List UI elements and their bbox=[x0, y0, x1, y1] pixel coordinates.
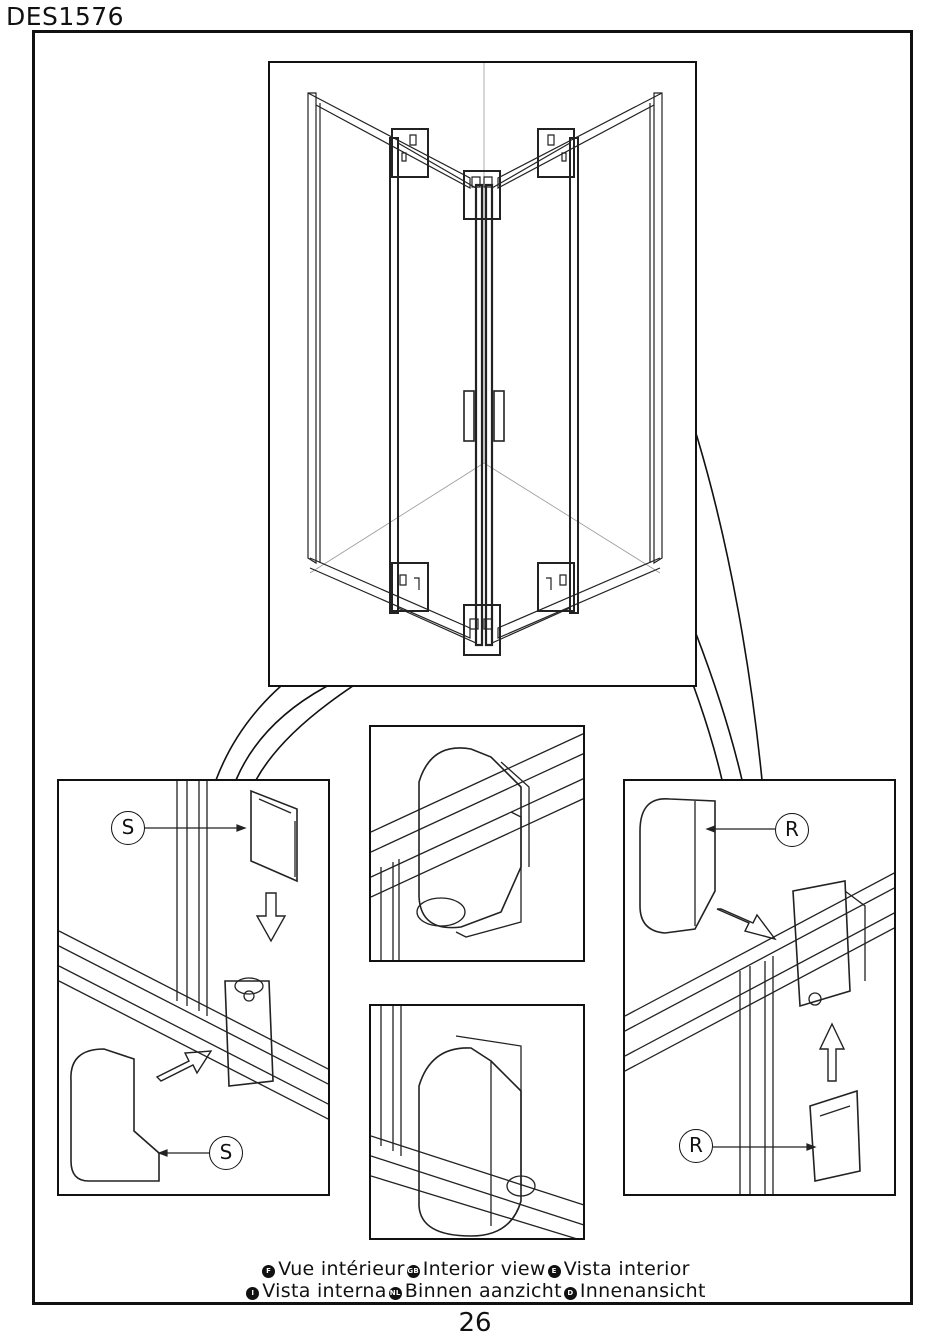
flag-badge-icon: I bbox=[246, 1287, 260, 1300]
detail-panel-middle-top bbox=[369, 725, 585, 962]
detail-panel-right: R R bbox=[623, 779, 896, 1196]
detail-panel-left: S S bbox=[57, 779, 330, 1196]
callout-s-bottom: S bbox=[209, 1136, 243, 1170]
flag-badge-icon: NL bbox=[388, 1287, 402, 1300]
arrow-down-icon bbox=[255, 892, 287, 943]
callout-s-top: S bbox=[111, 811, 145, 845]
arrow-diagonal-icon bbox=[716, 908, 777, 941]
shower-enclosure-drawing bbox=[307, 63, 663, 656]
arrow-up-icon bbox=[818, 1022, 846, 1082]
hinge-assembly-drawing-r bbox=[625, 798, 894, 1194]
hinge-assembly-drawing-s bbox=[59, 781, 328, 1182]
flag-badge-icon: D bbox=[563, 1287, 577, 1300]
flag-badge-icon: E bbox=[547, 1265, 561, 1278]
arrow-diagonal-icon bbox=[155, 1050, 213, 1082]
flag-badge-icon: F bbox=[262, 1265, 276, 1278]
callout-r-bottom: R bbox=[679, 1129, 713, 1163]
flag-badge-icon: GB bbox=[406, 1265, 420, 1278]
overview-panel bbox=[268, 61, 697, 687]
page-number: 26 bbox=[458, 1308, 492, 1338]
hinge-closed-drawing-top bbox=[371, 733, 583, 960]
document-code: DES1576 bbox=[6, 2, 125, 31]
hinge-closed-drawing-bottom bbox=[371, 1006, 583, 1238]
page-frame bbox=[32, 30, 913, 1305]
detail-panel-middle-bottom bbox=[369, 1004, 585, 1240]
callout-r-top: R bbox=[775, 813, 809, 847]
